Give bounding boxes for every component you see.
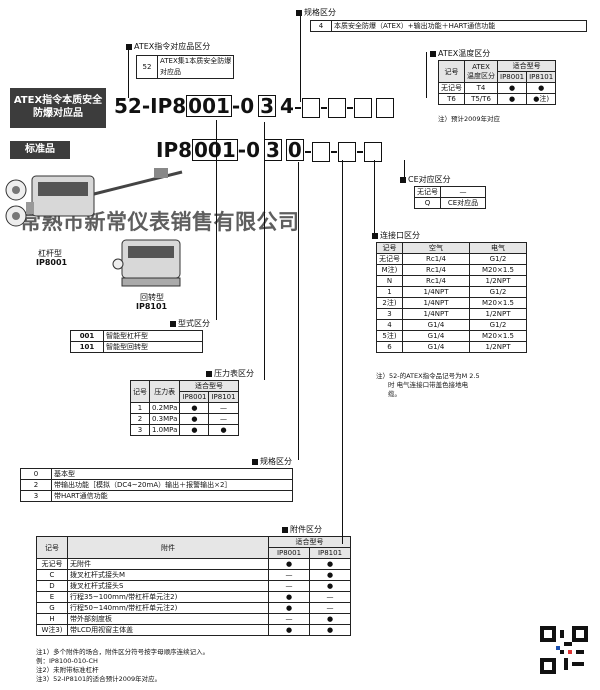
connector-line xyxy=(216,120,217,320)
connection-note: 注）52-的ATEX指令品记号为M 2.5 时 电气连接口带盖色接地电 缆。 xyxy=(376,372,480,398)
connector-line xyxy=(342,160,343,544)
atex-temp-note: 注）预计2009年对应 xyxy=(438,115,501,123)
accessory-title: 附件区分 xyxy=(282,524,322,535)
standard-badge: 标准品 xyxy=(10,141,70,159)
lever-model: IP8001 xyxy=(36,258,68,267)
table-row: 无记号— xyxy=(414,186,486,198)
connection-title: 连接口区分 xyxy=(372,230,420,241)
atex-compat-title: ATEX指令对应品区分 xyxy=(126,41,210,52)
table-row: W注3)带LCD用视窗主体盖●● xyxy=(36,624,351,636)
table-row: 无记号无附件●● xyxy=(36,558,351,570)
atex-compat-table: 52 ATEX集1本质安全防爆对应品 xyxy=(136,55,235,79)
connector-line xyxy=(404,160,405,180)
rotary-positioner-illustration xyxy=(112,239,181,287)
connector-line xyxy=(374,160,375,236)
accessory-notes: 注1）多个附件的场合，附件区分符号按字母顺序连续记入。 例：IP8100-010… xyxy=(36,648,210,683)
qr-code-icon xyxy=(540,626,588,674)
connector-line xyxy=(300,12,301,102)
pressure-title: 压力表区分 xyxy=(206,368,254,379)
rotary-name: 回转型 xyxy=(140,293,164,302)
connector-line xyxy=(298,162,299,460)
ce-title: CE对应区分 xyxy=(400,174,451,185)
connector-line xyxy=(128,46,129,98)
lever-name: 杠杆型 xyxy=(38,249,62,258)
connector-line xyxy=(264,122,265,380)
spec-top-table: 4 本质安全防爆（ATEX）+输出功能＋HART通信功能 xyxy=(310,20,587,32)
type-title: 型式区分 xyxy=(170,318,210,329)
lever-positioner-illustration xyxy=(5,168,183,227)
atex-badge: ATEX指令本质安全防爆对应品 xyxy=(10,88,106,128)
rotary-model: IP8101 xyxy=(136,302,168,311)
connector-line xyxy=(426,52,427,98)
spec-top-title: 规格区分 xyxy=(296,7,336,18)
spec-title: 规格区分 xyxy=(252,456,292,467)
atex-temp-title: ATEX温度区分 xyxy=(430,48,490,59)
